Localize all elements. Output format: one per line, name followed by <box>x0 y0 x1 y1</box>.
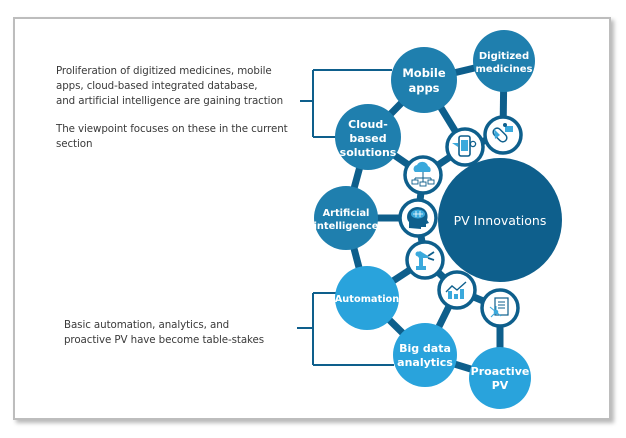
note-line: and artificial intelligence are gaining … <box>56 95 284 107</box>
node-mobile-apps: Mobile apps <box>391 47 457 113</box>
node-label: solutions <box>340 146 397 159</box>
node-label: Digitized <box>479 51 529 62</box>
bar-chart-icon <box>437 270 477 310</box>
node-label: Mobile <box>402 66 445 80</box>
node-circle <box>473 30 535 92</box>
table-stakes-note: Basic automation, analytics, and proacti… <box>64 318 314 348</box>
node-circle <box>335 266 399 330</box>
note-line: apps, cloud-based integrated database, <box>56 80 258 92</box>
node-label: Big data <box>399 342 451 355</box>
node-label: PV <box>492 379 509 392</box>
node-label: Cloud- <box>348 118 388 131</box>
note-line: section <box>56 138 93 150</box>
node-label: based <box>349 132 386 145</box>
bracket-top <box>300 69 392 138</box>
document-network-icon <box>480 288 520 328</box>
bracket-bottom <box>297 292 394 366</box>
node-artificial-intelligence: Artificial intelligence <box>314 186 379 250</box>
node-circle <box>393 323 457 387</box>
node-label: intelligence <box>314 221 379 232</box>
note-line: The viewpoint focuses on these in the cu… <box>56 123 288 135</box>
smartphone-icon <box>445 127 485 167</box>
node-circle <box>335 104 401 170</box>
node-label: Proactive <box>471 365 530 378</box>
node-big-data-analytics: Big data analytics <box>393 323 457 387</box>
node-label: analytics <box>397 356 453 369</box>
brain-head-icon <box>398 198 438 238</box>
robot-arm-icon <box>405 240 445 280</box>
node-label: Artificial <box>323 208 370 219</box>
note-line: Proliferation of digitized medicines, mo… <box>56 65 272 77</box>
cloud-network-icon <box>403 155 443 195</box>
node-circle <box>469 347 531 409</box>
node-cloud-based-solutions: Cloud- based solutions <box>335 104 401 170</box>
node-label: apps <box>408 81 439 95</box>
note-line: Basic automation, analytics, and <box>64 319 230 331</box>
center-node-circle <box>438 158 562 282</box>
node-circle <box>314 186 378 250</box>
node-label: medicines <box>476 64 533 75</box>
note-line: proactive PV have become table-stakes <box>64 334 265 346</box>
node-automation: Automation <box>335 266 400 330</box>
node-circle <box>391 47 457 113</box>
node-proactive-pv: Proactive PV <box>469 347 531 409</box>
emerging-trends-note: Proliferation of digitized medicines, mo… <box>56 64 326 152</box>
pill-icon <box>483 115 523 155</box>
center-node-label: PV Innovations <box>454 213 547 228</box>
node-label: Automation <box>335 294 400 305</box>
node-digitized-medicines: Digitized medicines <box>473 30 535 92</box>
